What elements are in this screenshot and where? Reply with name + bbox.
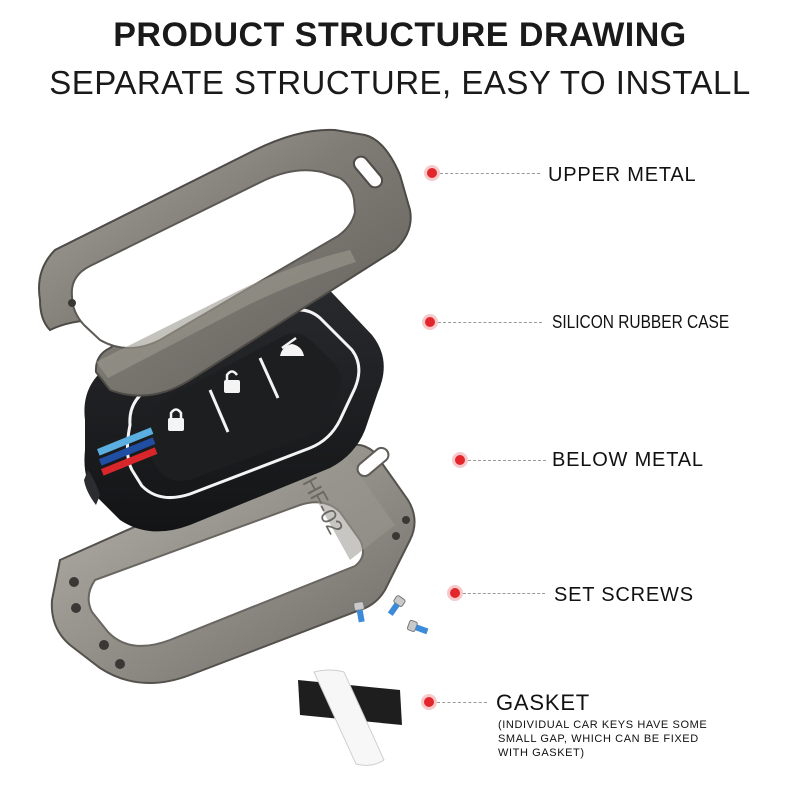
screw-hole: [392, 532, 400, 540]
callout-dot-below-metal: [455, 455, 465, 465]
color-stripes: [96, 427, 158, 476]
callout-dot-silicon-rubber-case: [425, 317, 435, 327]
callout-line-below-metal: [468, 460, 546, 461]
screw: [406, 619, 429, 635]
lock-icon: [168, 408, 184, 431]
page-title: PRODUCT STRUCTURE DRAWING: [113, 16, 687, 54]
screw-hole: [71, 603, 81, 613]
screw-hole: [99, 640, 109, 650]
trunk-icon: [280, 336, 304, 356]
callout-dot-upper-metal: [427, 168, 437, 178]
screw: [387, 595, 406, 616]
upper-metal-part: [38, 128, 412, 397]
callout-line-silicon-rubber-case: [438, 322, 542, 323]
page-subtitle: SEPARATE STRUCTURE, EASY TO INSTALL: [49, 64, 751, 101]
screw-hole: [402, 516, 410, 524]
label-below-metal: BELOW METAL: [552, 449, 704, 471]
set-screws-part: [353, 595, 429, 635]
screw-hole: [69, 577, 79, 587]
screw-hole: [115, 659, 125, 669]
below-metal-part: HF-02: [50, 443, 416, 684]
gasket-note: (INDIVIDUAL CAR KEYS HAVE SOME SMALL GAP…: [498, 719, 708, 759]
label-set-screws: SET SCREWS: [554, 584, 694, 606]
callout-dot-set-screws: [450, 588, 460, 598]
callout-line-upper-metal: [440, 173, 540, 174]
label-silicon-rubber-case: SILICON RUBBER CASE: [552, 312, 730, 332]
callout-line-set-screws: [463, 593, 545, 594]
screw: [353, 601, 365, 623]
label-upper-metal: UPPER METAL: [548, 164, 697, 186]
silicon-rubber-case-part: [84, 269, 384, 532]
gasket-part: [298, 669, 402, 766]
callout-dot-gasket: [424, 697, 434, 707]
unlock-icon: [224, 370, 240, 393]
screw-hole: [68, 299, 76, 307]
callout-line-gasket: [437, 702, 487, 703]
label-gasket: GASKET: [496, 690, 591, 715]
